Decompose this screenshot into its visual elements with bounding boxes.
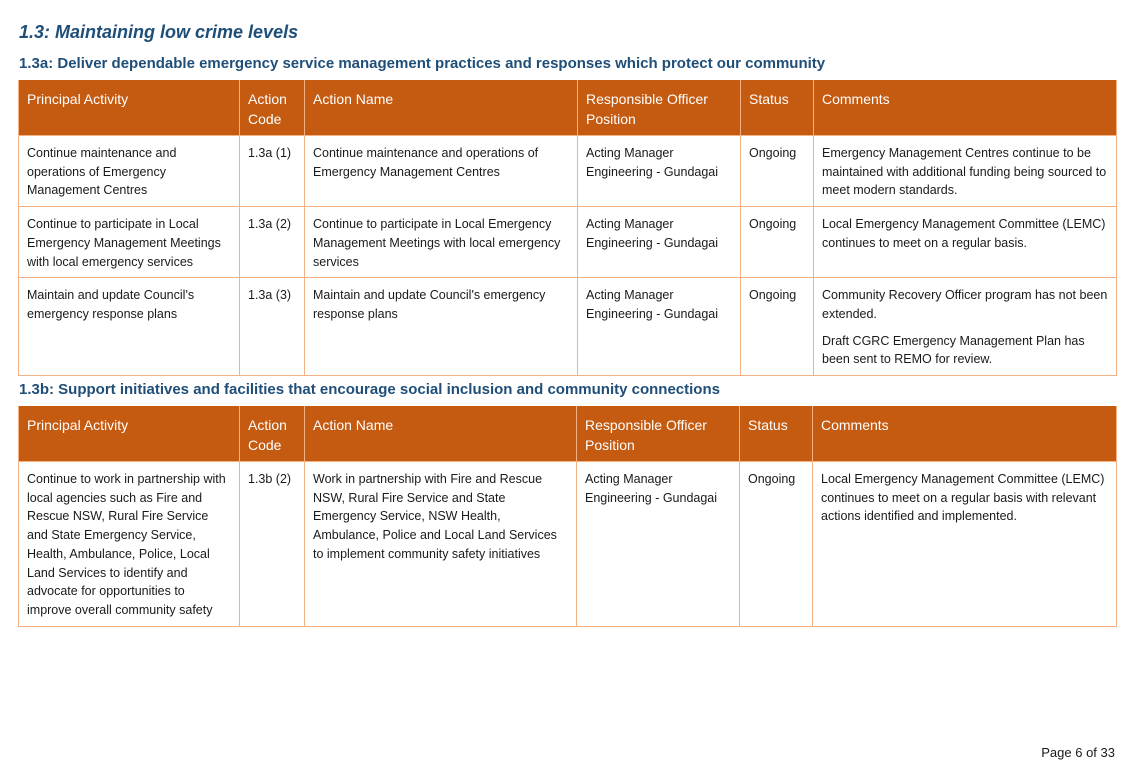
comment-text: Local Emergency Management Committee (LE… (821, 472, 1105, 524)
header-action-name: Action Name (304, 406, 577, 462)
cell-responsible-officer: Acting Manager Engineering - Gundagai (577, 277, 741, 377)
cell-comments: Local Emergency Management Committee (LE… (813, 206, 1117, 279)
table-row: Continue maintenance and operations of E… (18, 134, 1117, 208)
header-responsible-officer: Responsible Officer Position (577, 80, 741, 136)
cell-comments: Emergency Management Centres continue to… (813, 134, 1117, 208)
table-header-row: Principal Activity Action Code Action Na… (18, 80, 1117, 136)
cell-action-code: 1.3b (2) (239, 461, 305, 627)
cell-principal-activity: Continue maintenance and operations of E… (18, 134, 240, 208)
comment-text: Community Recovery Officer program has n… (822, 288, 1108, 321)
cell-principal-activity: Continue to participate in Local Emergen… (18, 206, 240, 279)
table-row: Continue to work in partnership with loc… (18, 461, 1117, 627)
cell-status: Ongoing (740, 206, 814, 279)
cell-responsible-officer: Acting Manager Engineering - Gundagai (577, 206, 741, 279)
cell-action-name: Work in partnership with Fire and Rescue… (304, 461, 577, 627)
page-number: Page 6 of 33 (1041, 745, 1115, 760)
cell-comments: Community Recovery Officer program has n… (813, 277, 1117, 377)
cell-comments: Local Emergency Management Committee (LE… (812, 461, 1117, 627)
cell-principal-activity: Maintain and update Council's emergency … (18, 277, 240, 377)
cell-responsible-officer: Acting Manager Engineering - Gundagai (577, 134, 741, 208)
header-principal-activity: Principal Activity (18, 80, 240, 136)
header-status: Status (739, 406, 813, 462)
cell-action-name: Continue maintenance and operations of E… (304, 134, 578, 208)
cell-action-code: 1.3a (3) (239, 277, 305, 377)
table-row: Maintain and update Council's emergency … (18, 277, 1117, 377)
cell-action-name: Maintain and update Council's emergency … (304, 277, 578, 377)
activity-table-1-3a: Principal Activity Action Code Action Na… (18, 80, 1117, 377)
cell-status: Ongoing (740, 134, 814, 208)
header-principal-activity: Principal Activity (18, 406, 240, 462)
section-heading-1-3a: 1.3a: Deliver dependable emergency servi… (19, 55, 826, 72)
cell-action-name: Continue to participate in Local Emergen… (304, 206, 578, 279)
cell-responsible-officer: Acting Manager Engineering - Gundagai (576, 461, 740, 627)
header-action-name: Action Name (304, 80, 578, 136)
comment-text: Draft CGRC Emergency Management Plan has… (822, 333, 1085, 367)
section-heading-1-3b: 1.3b: Support initiatives and facilities… (19, 381, 720, 398)
header-status: Status (740, 80, 814, 136)
cell-status: Ongoing (739, 461, 813, 627)
cell-action-code: 1.3a (1) (239, 134, 305, 208)
cell-status: Ongoing (740, 277, 814, 377)
activity-table-1-3b: Principal Activity Action Code Action Na… (18, 406, 1117, 627)
header-responsible-officer: Responsible Officer Position (576, 406, 740, 462)
header-action-code: Action Code (239, 406, 305, 462)
table-row: Continue to participate in Local Emergen… (18, 206, 1117, 279)
header-comments: Comments (812, 406, 1117, 462)
comment-text: Emergency Management Centres continue to… (822, 146, 1107, 198)
cell-action-code: 1.3a (2) (239, 206, 305, 279)
cell-principal-activity: Continue to work in partnership with loc… (18, 461, 240, 627)
header-action-code: Action Code (239, 80, 305, 136)
comment-text: Local Emergency Management Committee (LE… (822, 217, 1106, 250)
table-header-row: Principal Activity Action Code Action Na… (18, 406, 1117, 462)
page-title: 1.3: Maintaining low crime levels (19, 22, 299, 42)
header-comments: Comments (813, 80, 1117, 136)
